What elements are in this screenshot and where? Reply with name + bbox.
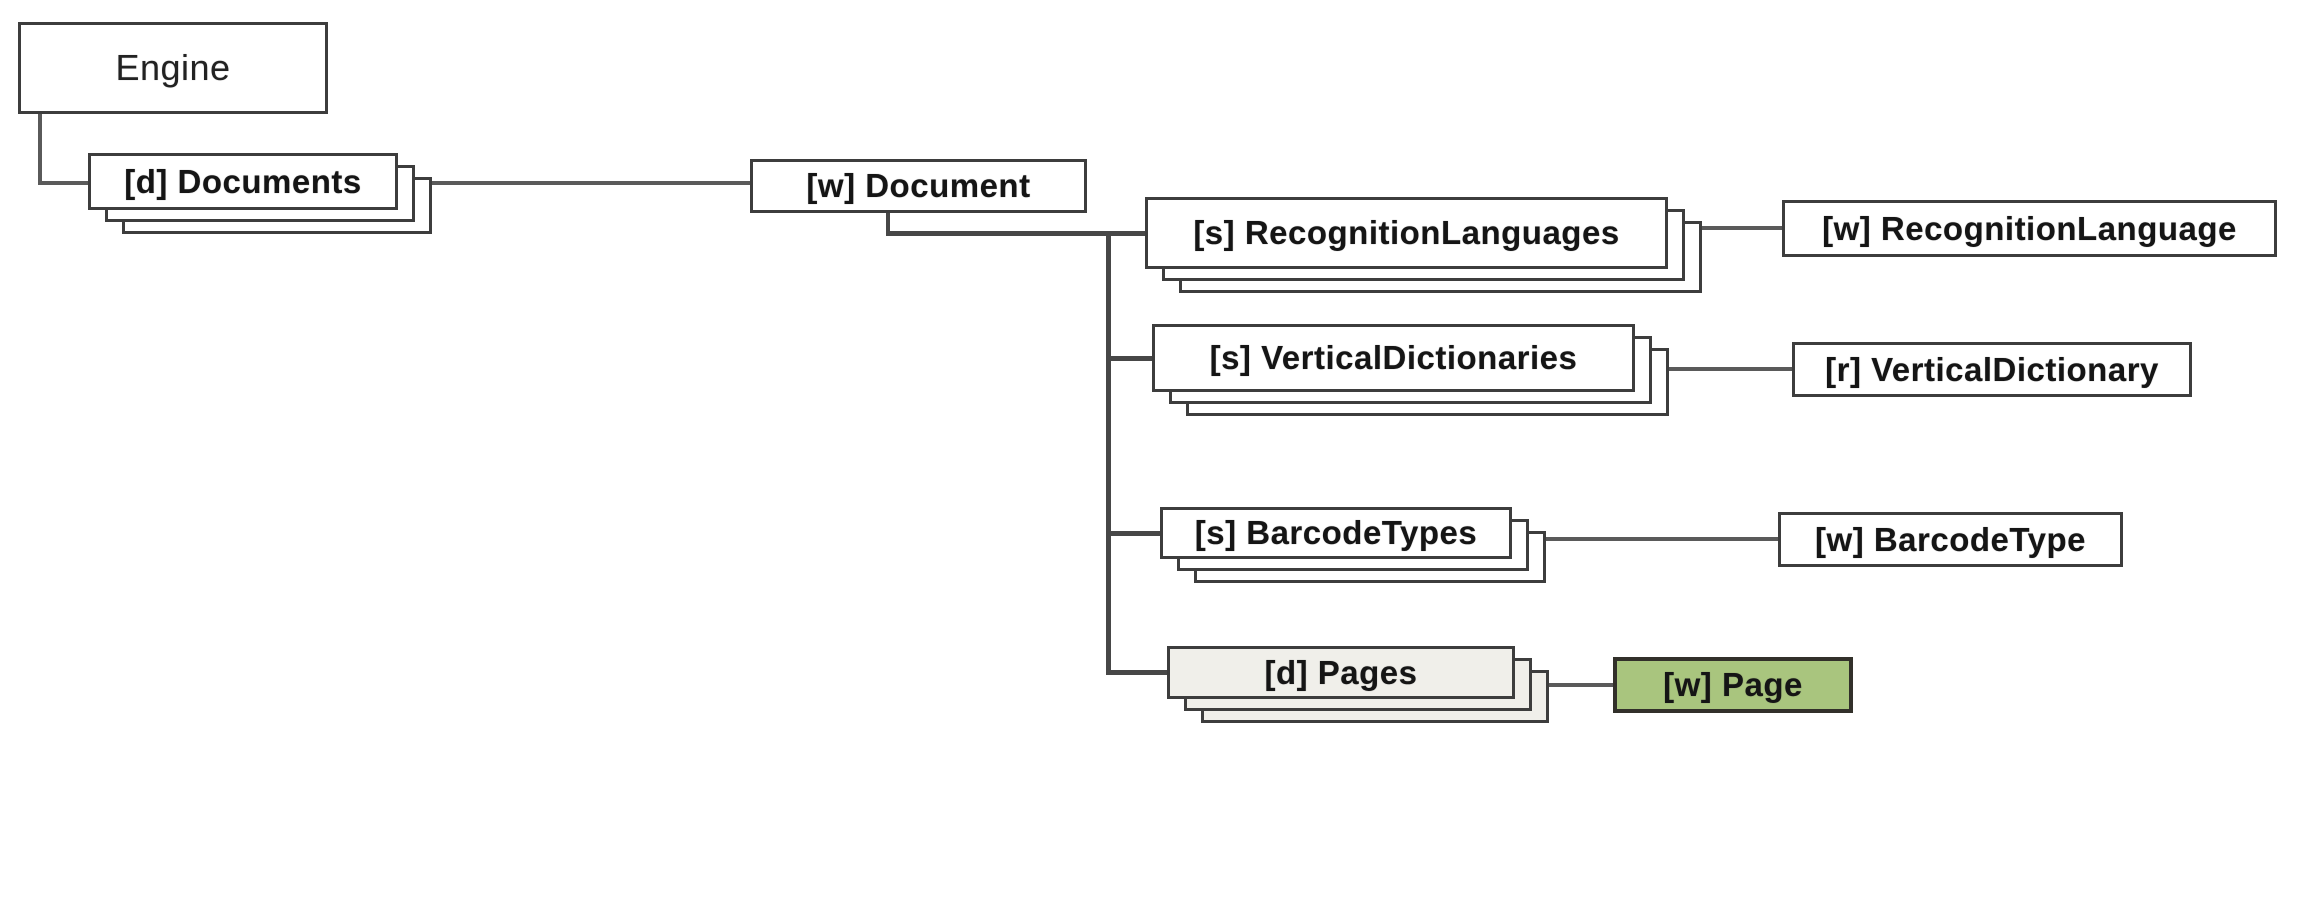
- node-vertical-dictionaries-box[interactable]: [s] VerticalDictionaries: [1152, 324, 1635, 392]
- node-page[interactable]: [w] Page: [1613, 657, 1853, 713]
- node-documents-label: [d] Documents: [124, 162, 362, 200]
- node-documents: [d] Documents: [88, 153, 432, 234]
- connector-document-descender: [886, 213, 890, 236]
- node-documents-box[interactable]: [d] Documents: [88, 153, 398, 210]
- node-document-label: [w] Document: [806, 167, 1031, 204]
- connector-verticaldictionaries-verticaldictionary: [1667, 367, 1792, 371]
- connector-branch-barcodetypes: [1106, 531, 1160, 536]
- node-barcode-types: [s] BarcodeTypes: [1160, 507, 1546, 583]
- connector-branch-verticaldictionaries: [1106, 356, 1152, 361]
- node-page-label: [w] Page: [1663, 666, 1803, 703]
- node-pages: [d] Pages: [1167, 646, 1549, 723]
- connector-branch-pages: [1106, 670, 1167, 675]
- connector-documents-document: [432, 181, 750, 185]
- node-vertical-dictionary-label: [r] VerticalDictionary: [1825, 350, 2159, 388]
- node-vertical-dictionary[interactable]: [r] VerticalDictionary: [1792, 342, 2192, 397]
- node-vertical-dictionaries-label: [s] VerticalDictionaries: [1209, 339, 1578, 376]
- node-recognition-languages-label: [s] RecognitionLanguages: [1193, 214, 1620, 251]
- node-pages-label: [d] Pages: [1264, 653, 1418, 691]
- connector-barcodetypes-barcodetype: [1544, 537, 1778, 541]
- connector-engine-documents-horizontal: [38, 181, 88, 185]
- connector-trunk: [1106, 231, 1111, 675]
- node-recognition-language-label: [w] RecognitionLanguage: [1822, 209, 2237, 247]
- node-pages-box[interactable]: [d] Pages: [1167, 646, 1515, 699]
- connector-pages-page: [1547, 683, 1613, 687]
- node-document[interactable]: [w] Document: [750, 159, 1087, 213]
- node-vertical-dictionaries: [s] VerticalDictionaries: [1152, 324, 1669, 416]
- node-barcode-type[interactable]: [w] BarcodeType: [1778, 512, 2123, 567]
- node-barcode-types-label: [s] BarcodeTypes: [1194, 514, 1478, 551]
- connector-document-branch-recognitionlanguages: [886, 231, 1145, 236]
- node-recognition-language[interactable]: [w] RecognitionLanguage: [1782, 200, 2277, 257]
- node-recognition-languages-box[interactable]: [s] RecognitionLanguages: [1145, 197, 1668, 269]
- node-recognition-languages: [s] RecognitionLanguages: [1145, 197, 1702, 293]
- node-engine[interactable]: Engine: [18, 22, 328, 114]
- connector-engine-documents-vertical: [38, 112, 42, 184]
- node-barcode-type-label: [w] BarcodeType: [1815, 520, 2086, 558]
- node-engine-label: Engine: [115, 47, 231, 88]
- connector-recognitionlanguages-recognitionlanguage: [1700, 226, 1782, 230]
- node-barcode-types-box[interactable]: [s] BarcodeTypes: [1160, 507, 1512, 559]
